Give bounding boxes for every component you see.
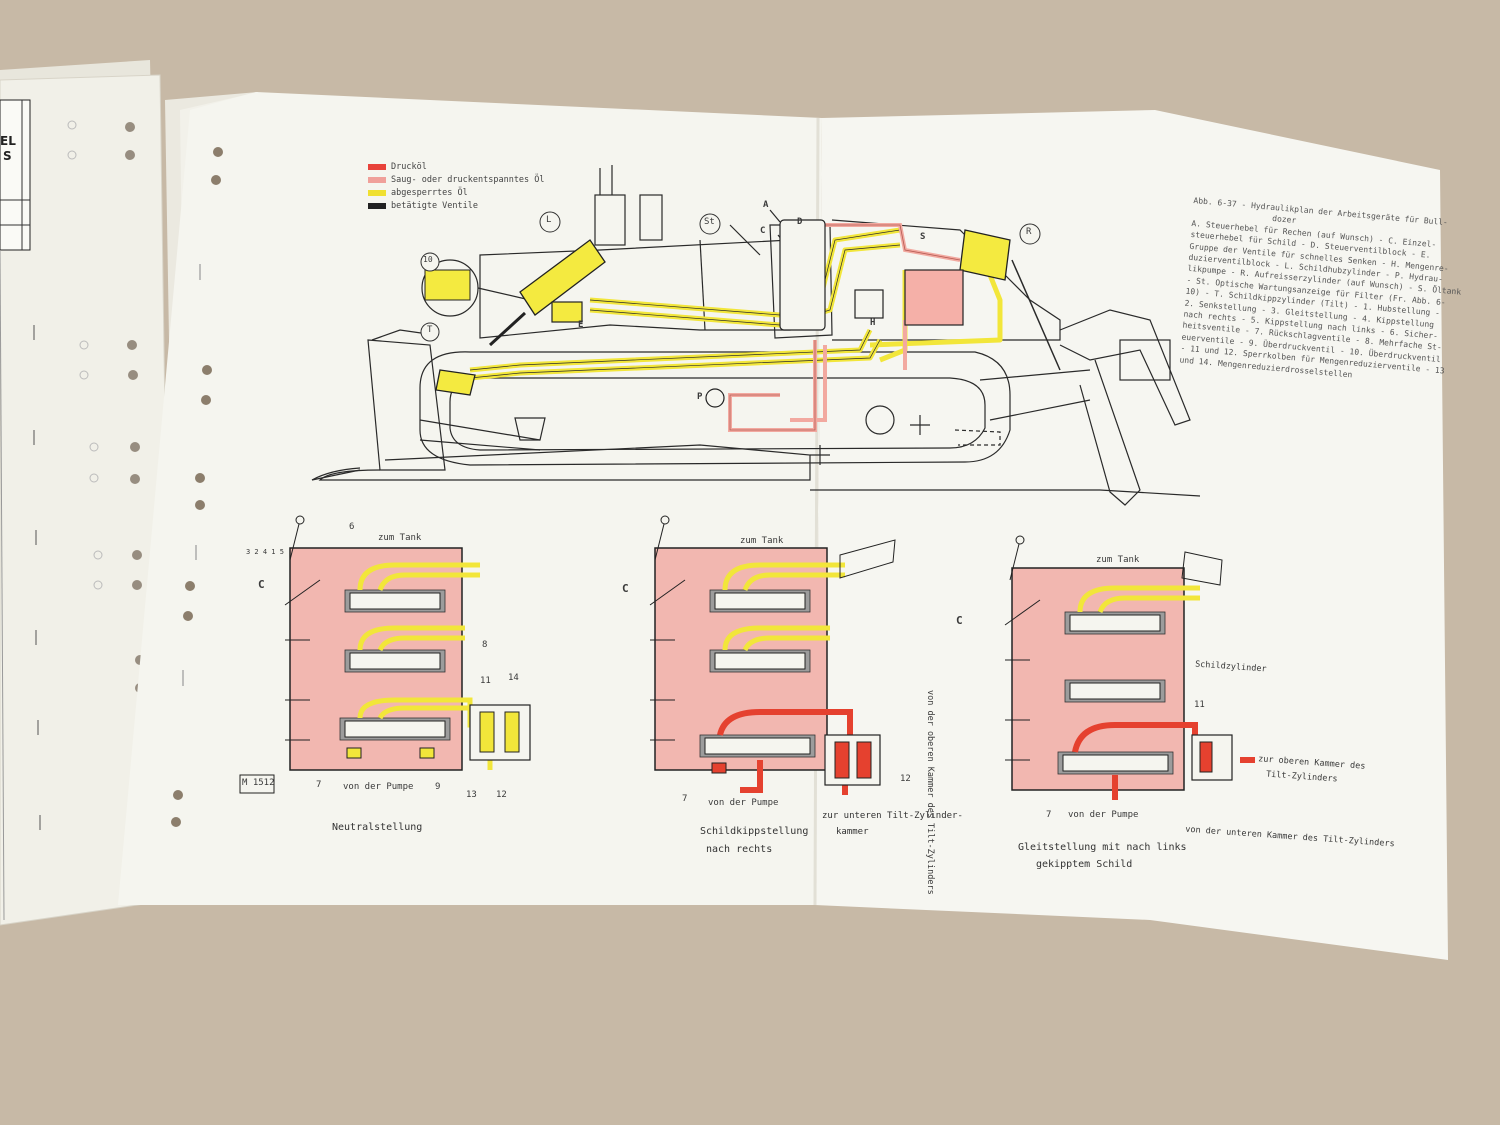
legend-swatch [368, 164, 386, 170]
panel2-valve-block [649, 515, 896, 795]
p3-to-tank: zum Tank [1096, 555, 1140, 565]
p2-lower-chamber-line2: kammer [836, 827, 869, 837]
p3-lever-label: C [956, 614, 963, 627]
quick-drop-valve-group [551, 301, 583, 323]
label-St: St [704, 217, 715, 227]
p1-number-9: 9 [435, 782, 441, 792]
svg-text:EL: EL [0, 134, 16, 148]
p2-caption-line1: Schildkippstellung [700, 826, 809, 837]
p1-to-tank: zum Tank [378, 533, 422, 543]
svg-text:S: S [3, 149, 12, 163]
label-L: L [546, 215, 552, 225]
label-10: 10 [423, 255, 433, 264]
legend-swatch [368, 190, 386, 196]
label-A: A [763, 200, 769, 210]
legend-swatch [368, 203, 386, 209]
legend-label: abgesperrtes Öl [391, 188, 468, 198]
label-H: H [870, 318, 876, 328]
p3-number-7: 7 [1046, 810, 1052, 820]
p1-number-6: 6 [349, 522, 355, 532]
p1-number-13: 13 [466, 790, 477, 800]
p2-number-7: 7 [682, 794, 688, 804]
label-R: R [1026, 227, 1032, 237]
control-valve-block [779, 219, 826, 331]
legend-item-suction-oil: Saug- oder druckentspanntes Öl [368, 175, 545, 185]
legend-label: Drucköl [391, 162, 427, 172]
p2-caption-line2: nach rechts [706, 844, 773, 855]
oil-tank [904, 269, 964, 326]
main-right-page [815, 110, 1448, 960]
hydraulic-pump [705, 388, 725, 408]
p1-lever-positions: 3 2 4 1 5 [246, 548, 284, 556]
p2-number-12: 12 [900, 774, 911, 784]
p1-reference-box: M 1512 [242, 778, 275, 788]
p1-caption: Neutralstellung [332, 822, 423, 833]
relief-valve-detail [424, 269, 471, 301]
label-T: T [427, 325, 433, 335]
panel1-valve-block [239, 515, 531, 794]
p1-number-8: 8 [482, 640, 488, 650]
legend-swatch [368, 177, 386, 183]
panel3-valve-block [1004, 535, 1255, 800]
legend-item-locked-oil: abgesperrtes Öl [368, 188, 468, 198]
p2-upper-chamber-vertical: von der oberen Kammer des Tilt-Zylinders [925, 690, 935, 895]
label-E: E [578, 320, 584, 330]
tilt-cylinder [435, 369, 476, 396]
p1-number-14: 14 [508, 673, 519, 683]
ripper-cylinder [959, 229, 1011, 281]
left-page-stack: EL S [0, 60, 173, 926]
label-P: P [697, 392, 703, 402]
legend-label: betätigte Ventile [391, 201, 478, 211]
p3-from-pump: von der Pumpe [1068, 810, 1139, 820]
p1-from-pump: von der Pumpe [343, 782, 414, 792]
label-C: C [760, 226, 766, 236]
label-S: S [920, 232, 926, 242]
main-left-page [118, 92, 822, 905]
p3-caption-line1: Gleitstellung mit nach links [1018, 842, 1187, 853]
p1-number-12: 12 [496, 790, 507, 800]
p2-to-tank: zum Tank [740, 536, 784, 546]
legend-item-actuated-valves: betätigte Ventile [368, 201, 478, 211]
legend-item-pressure-oil: Drucköl [368, 162, 427, 172]
p1-lever-label: C [258, 578, 265, 591]
p2-lever-label: C [622, 582, 629, 595]
blade-lift-cylinder [488, 239, 606, 347]
p3-number-11: 11 [1194, 700, 1205, 710]
label-D: D [797, 217, 803, 227]
p1-number-7: 7 [316, 780, 322, 790]
flow-reducer-block [854, 289, 884, 319]
p3-caption-line2: gekipptem Schild [1036, 859, 1133, 870]
legend-label: Saug- oder druckentspanntes Öl [391, 175, 545, 185]
p2-from-pump: von der Pumpe [708, 798, 779, 808]
p2-lower-chamber-line1: zur unteren Tilt-Zylinder- [822, 811, 963, 821]
p1-number-11: 11 [480, 676, 491, 686]
figure-description: Abb. 6-37 - Hydraulikplan der Arbeitsger… [1179, 195, 1461, 387]
